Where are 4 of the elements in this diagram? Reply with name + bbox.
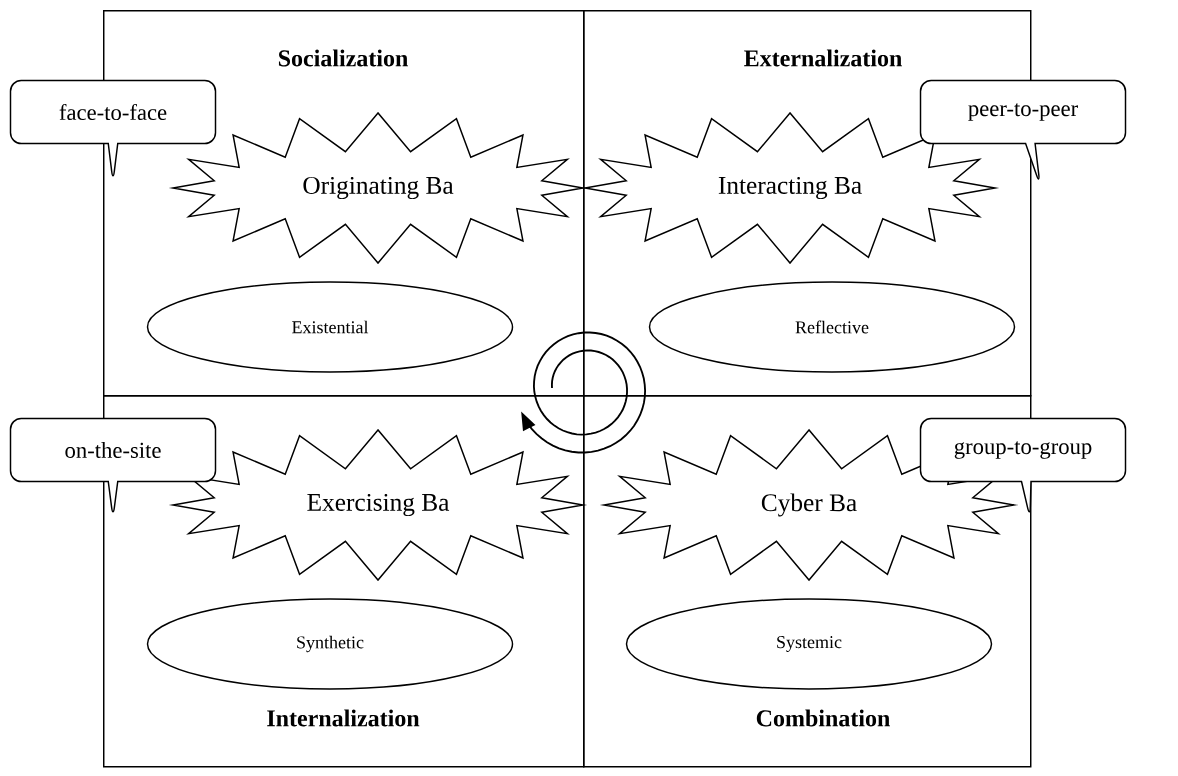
speech-bubble: face-to-face — [9, 79, 217, 177]
speech-bubble: group-to-group — [919, 417, 1127, 513]
speech-bubble: on-the-site — [9, 417, 217, 513]
speech-bubble: peer-to-peer — [919, 79, 1127, 180]
